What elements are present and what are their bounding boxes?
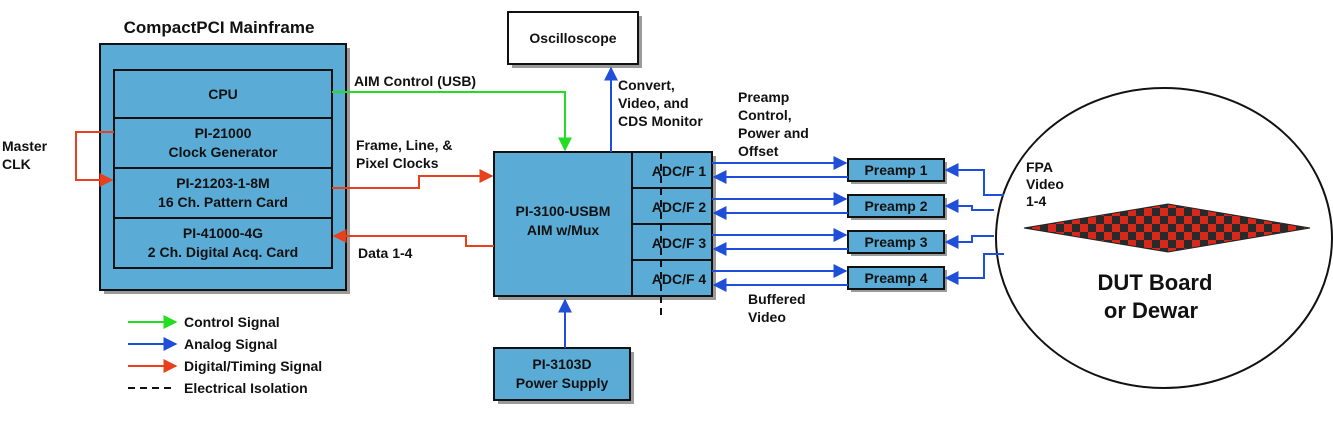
legend-control-label: Control Signal xyxy=(184,314,280,330)
preamp-3-label: Preamp 3 xyxy=(864,234,927,250)
card-clock-generator-desc: Clock Generator xyxy=(169,144,278,160)
card-clock-generator-model: PI-21000 xyxy=(195,125,252,141)
card-digital-acq-box xyxy=(113,217,333,269)
aim-control-label: AIM Control (USB) xyxy=(354,73,476,89)
monitor-label-3: CDS Monitor xyxy=(618,113,703,129)
preamp-3: Preamp 3 xyxy=(847,230,947,256)
power-supply-model: PI-3103D xyxy=(532,356,591,372)
dut-board: DUT Board or Dewar xyxy=(995,87,1333,389)
preamp-2-box xyxy=(847,194,945,218)
adc-channels: ADC/F 1 ADC/F 2 ADC/F 3 ADC/F 4 xyxy=(632,163,712,287)
card-clock-generator: PI-21000 Clock Generator xyxy=(113,117,333,169)
preamp-2-label: Preamp 2 xyxy=(864,198,927,214)
card-digital-acq-desc: 2 Ch. Digital Acq. Card xyxy=(148,244,298,260)
preamp-2: Preamp 2 xyxy=(847,194,947,220)
preamp-control-label-4: Offset xyxy=(738,143,779,159)
fpa-video-1-arrow xyxy=(944,163,1004,196)
aim-desc: AIM w/Mux xyxy=(527,222,600,238)
legend: Control Signal Analog Signal Digital/Tim… xyxy=(128,314,322,396)
card-cpu: CPU xyxy=(113,69,333,119)
clocks-label-2: Pixel Clocks xyxy=(356,155,439,171)
card-clock-generator-box xyxy=(113,117,333,169)
card-cpu-box xyxy=(113,69,333,119)
data-label: Data 1-4 xyxy=(358,245,413,261)
legend-isolation-label: Electrical Isolation xyxy=(184,380,308,396)
adc-4-label: ADC/F 4 xyxy=(652,271,707,287)
master-clk-label-1: Master xyxy=(2,138,48,154)
preamp-3-box xyxy=(847,230,945,254)
buffered-video-label-2: Video xyxy=(748,309,786,325)
aim-model: PI-3100-USBM xyxy=(516,203,611,219)
card-pattern: PI-21203-1-8M 16 Ch. Pattern Card xyxy=(113,167,333,219)
clocks-label-1: Frame, Line, & xyxy=(356,137,452,153)
fpa-video-2-arrow xyxy=(944,199,994,213)
preamp-1-box xyxy=(847,158,945,182)
fpa-checkerboard xyxy=(1023,203,1311,253)
preamp-control-label-3: Power and xyxy=(738,125,809,141)
card-digital-acq-model: PI-41000-4G xyxy=(183,225,263,241)
fpa-label-2: Video xyxy=(1026,176,1064,192)
preamp-1-label: Preamp 1 xyxy=(864,162,927,178)
card-pattern-desc: 16 Ch. Pattern Card xyxy=(158,194,288,210)
oscilloscope-block: Oscilloscope xyxy=(507,11,642,68)
card-digital-acq: PI-41000-4G 2 Ch. Digital Acq. Card xyxy=(113,217,333,269)
monitor-label-2: Video, and xyxy=(618,95,689,111)
adc-2-label: ADC/F 2 xyxy=(652,199,707,215)
master-clk-loop-arrow xyxy=(75,131,114,187)
preamp-4-label: Preamp 4 xyxy=(864,270,927,286)
aim-block: PI-3100-USBM AIM w/Mux xyxy=(493,151,716,300)
fpa-label-3: 1-4 xyxy=(1026,193,1046,209)
card-cpu-label: CPU xyxy=(208,86,238,102)
fpa-video-3-arrow xyxy=(944,235,994,249)
master-clk-label-2: CLK xyxy=(2,156,31,172)
fpa-label-1: FPA xyxy=(1026,159,1053,175)
power-supply-desc: Power Supply xyxy=(516,375,609,391)
card-pattern-model: PI-21203-1-8M xyxy=(176,175,269,191)
adc-1-label: ADC/F 1 xyxy=(652,163,707,179)
legend-digital-label: Digital/Timing Signal xyxy=(184,358,322,374)
preamp-control-label-1: Preamp xyxy=(738,89,789,105)
preamp-1: Preamp 1 xyxy=(847,158,947,184)
preamp-control-label-2: Control, xyxy=(738,107,792,123)
dut-label-1: DUT Board xyxy=(1098,270,1213,295)
data-arrow xyxy=(332,229,494,247)
preamp-4: Preamp 4 xyxy=(847,266,947,292)
power-supply-block: PI-3103D Power Supply xyxy=(493,347,634,404)
fpa-video-4-arrow xyxy=(944,253,1004,285)
buffered-video-label-1: Buffered xyxy=(748,291,806,307)
preamp-4-box xyxy=(847,266,945,290)
oscilloscope-box xyxy=(507,11,639,65)
oscilloscope-label: Oscilloscope xyxy=(529,30,616,46)
aim-control-arrow xyxy=(332,91,572,152)
power-supply-box xyxy=(493,347,631,401)
dut-label-2: or Dewar xyxy=(1104,298,1199,323)
clocks-arrow xyxy=(332,169,494,189)
monitor-label-1: Convert, xyxy=(618,77,675,93)
mainframe-title: CompactPCI Mainframe xyxy=(124,18,315,37)
adc-3-label: ADC/F 3 xyxy=(652,235,707,251)
legend-analog-label: Analog Signal xyxy=(184,336,277,352)
